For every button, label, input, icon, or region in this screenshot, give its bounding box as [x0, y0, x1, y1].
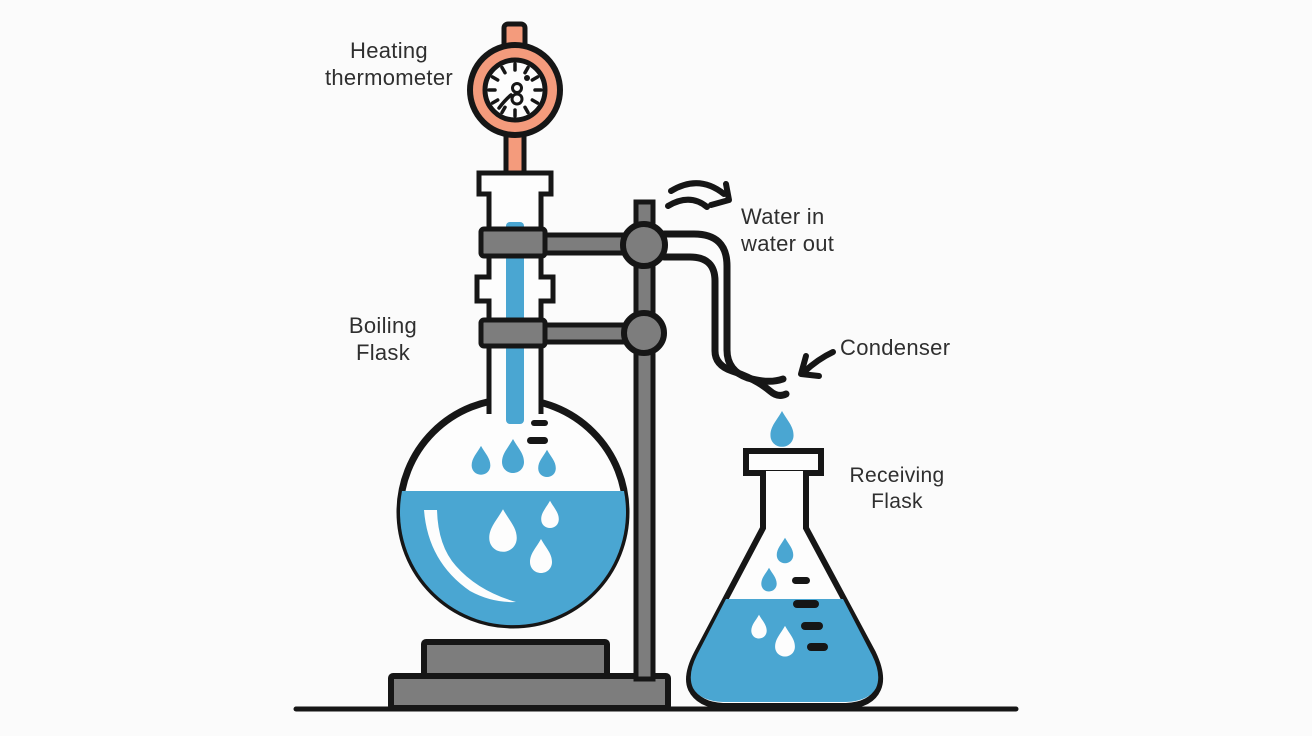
hot-plate-icon [388, 639, 671, 711]
stand-icon [478, 199, 668, 682]
tick-dash [527, 437, 548, 444]
label-heating-thermometer: Heating thermometer [324, 37, 454, 91]
condenser-tube-outer [660, 230, 787, 385]
liquid-highlight [424, 510, 516, 603]
thermometer-icon [467, 21, 563, 181]
condenser-tube-icon [660, 230, 790, 399]
gauge-digit [510, 92, 524, 106]
label-line: Flask [871, 490, 923, 513]
label-line: Water in [741, 204, 825, 229]
graduation-mark [807, 643, 828, 651]
receiving-flask-icon [686, 448, 884, 709]
flask-liquid [400, 491, 626, 626]
clamp-jaw [478, 226, 548, 259]
label-receiving-flask: Receiving Flask [843, 463, 951, 515]
label-water-in-out: Water in water out [741, 203, 834, 257]
label-condenser: Condenser [840, 335, 951, 360]
condenser-arrow-icon [798, 349, 836, 379]
clamp-knob [621, 310, 667, 356]
graduation-mark [793, 600, 819, 608]
condenser-tube-inner [660, 253, 790, 399]
boiling-flask-icon [396, 170, 630, 629]
gauge-dot [524, 75, 530, 81]
label-line: Flask [355, 340, 411, 365]
gauge-needle [497, 93, 513, 110]
label-line: Receiving [849, 464, 945, 487]
gauge-ticks [487, 62, 543, 118]
hot-plate-base [388, 673, 671, 711]
stand-rod [633, 199, 656, 682]
label-boiling-flask: Boiling Flask [328, 312, 438, 366]
label-line: water out [741, 231, 835, 256]
hot-plate-top [421, 639, 610, 681]
tick-dash [531, 420, 548, 426]
label-line: Boiling [348, 313, 418, 338]
label-line: thermometer [324, 65, 453, 90]
flask-lip [743, 448, 824, 476]
water-flow-arrow-icon [665, 180, 732, 210]
graduation-mark [801, 622, 823, 630]
clamp-jaw [478, 317, 548, 349]
label-line: Heating [350, 38, 428, 63]
distillate-droplet-icon [770, 411, 794, 447]
clamp-knob [620, 221, 668, 269]
graduation-mark [792, 577, 810, 584]
